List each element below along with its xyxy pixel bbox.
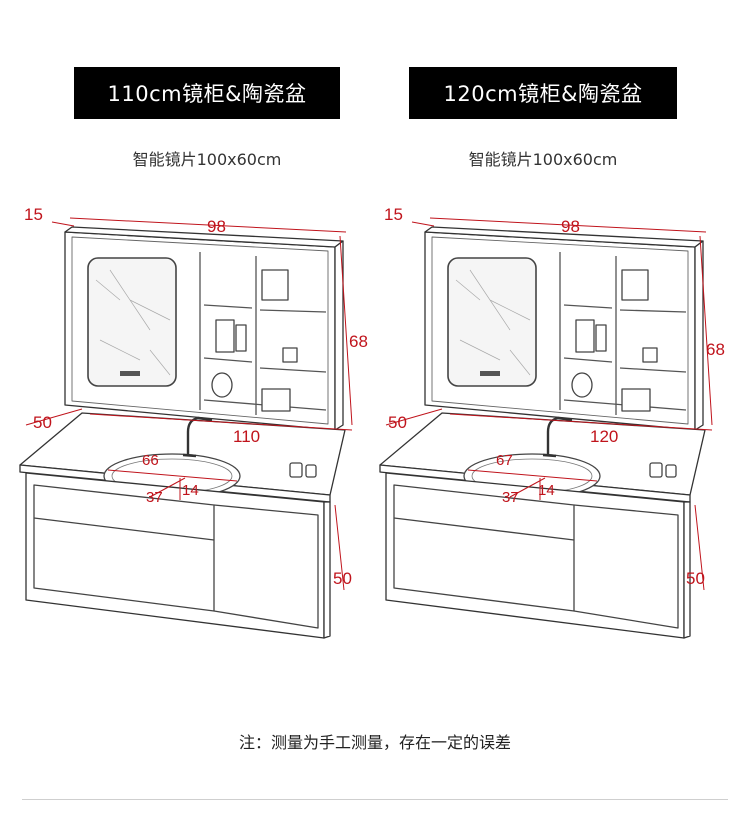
title-110: 110cm镜柜&陶瓷盆: [74, 67, 340, 119]
dim-basin-depth: 37: [146, 489, 163, 506]
subtitle-120: 智能镜片100x60cm: [468, 150, 618, 169]
dimension-labels-110: 15 98 68 50 110 66 37 14 50: [24, 205, 368, 588]
dim-vanity-height: 50: [333, 569, 352, 588]
vanity-110: [18, 217, 353, 640]
dim-basin-width: 67: [496, 452, 513, 469]
dim-counter-depth: 50: [33, 413, 52, 432]
title-120: 120cm镜柜&陶瓷盆: [409, 67, 677, 119]
dim-vanity-height: 50: [686, 569, 705, 588]
dim-cabinet-depth: 15: [24, 205, 43, 224]
divider: [22, 799, 728, 800]
measurement-note: 注：测量为手工测量，存在一定的误差: [238, 733, 511, 752]
dim-counter-width: 120: [590, 427, 618, 446]
dim-cabinet-height: 68: [349, 332, 368, 351]
dim-counter-depth: 50: [388, 413, 407, 432]
dim-basin-height: 14: [538, 482, 555, 499]
dim-cabinet-width: 98: [207, 217, 226, 236]
dim-basin-width: 66: [142, 452, 159, 469]
subtitle-110: 智能镜片100x60cm: [132, 150, 282, 169]
dim-cabinet-height: 68: [706, 340, 725, 359]
dim-basin-height: 14: [182, 482, 199, 499]
dimension-labels-120: 15 98 68 50 120 67 37 14 50: [384, 205, 725, 588]
dim-cabinet-depth: 15: [384, 205, 403, 224]
dim-counter-width: 110: [233, 427, 260, 446]
dim-cabinet-width: 98: [561, 217, 580, 236]
dim-basin-depth: 37: [502, 489, 519, 506]
vanity-120: [378, 217, 713, 640]
